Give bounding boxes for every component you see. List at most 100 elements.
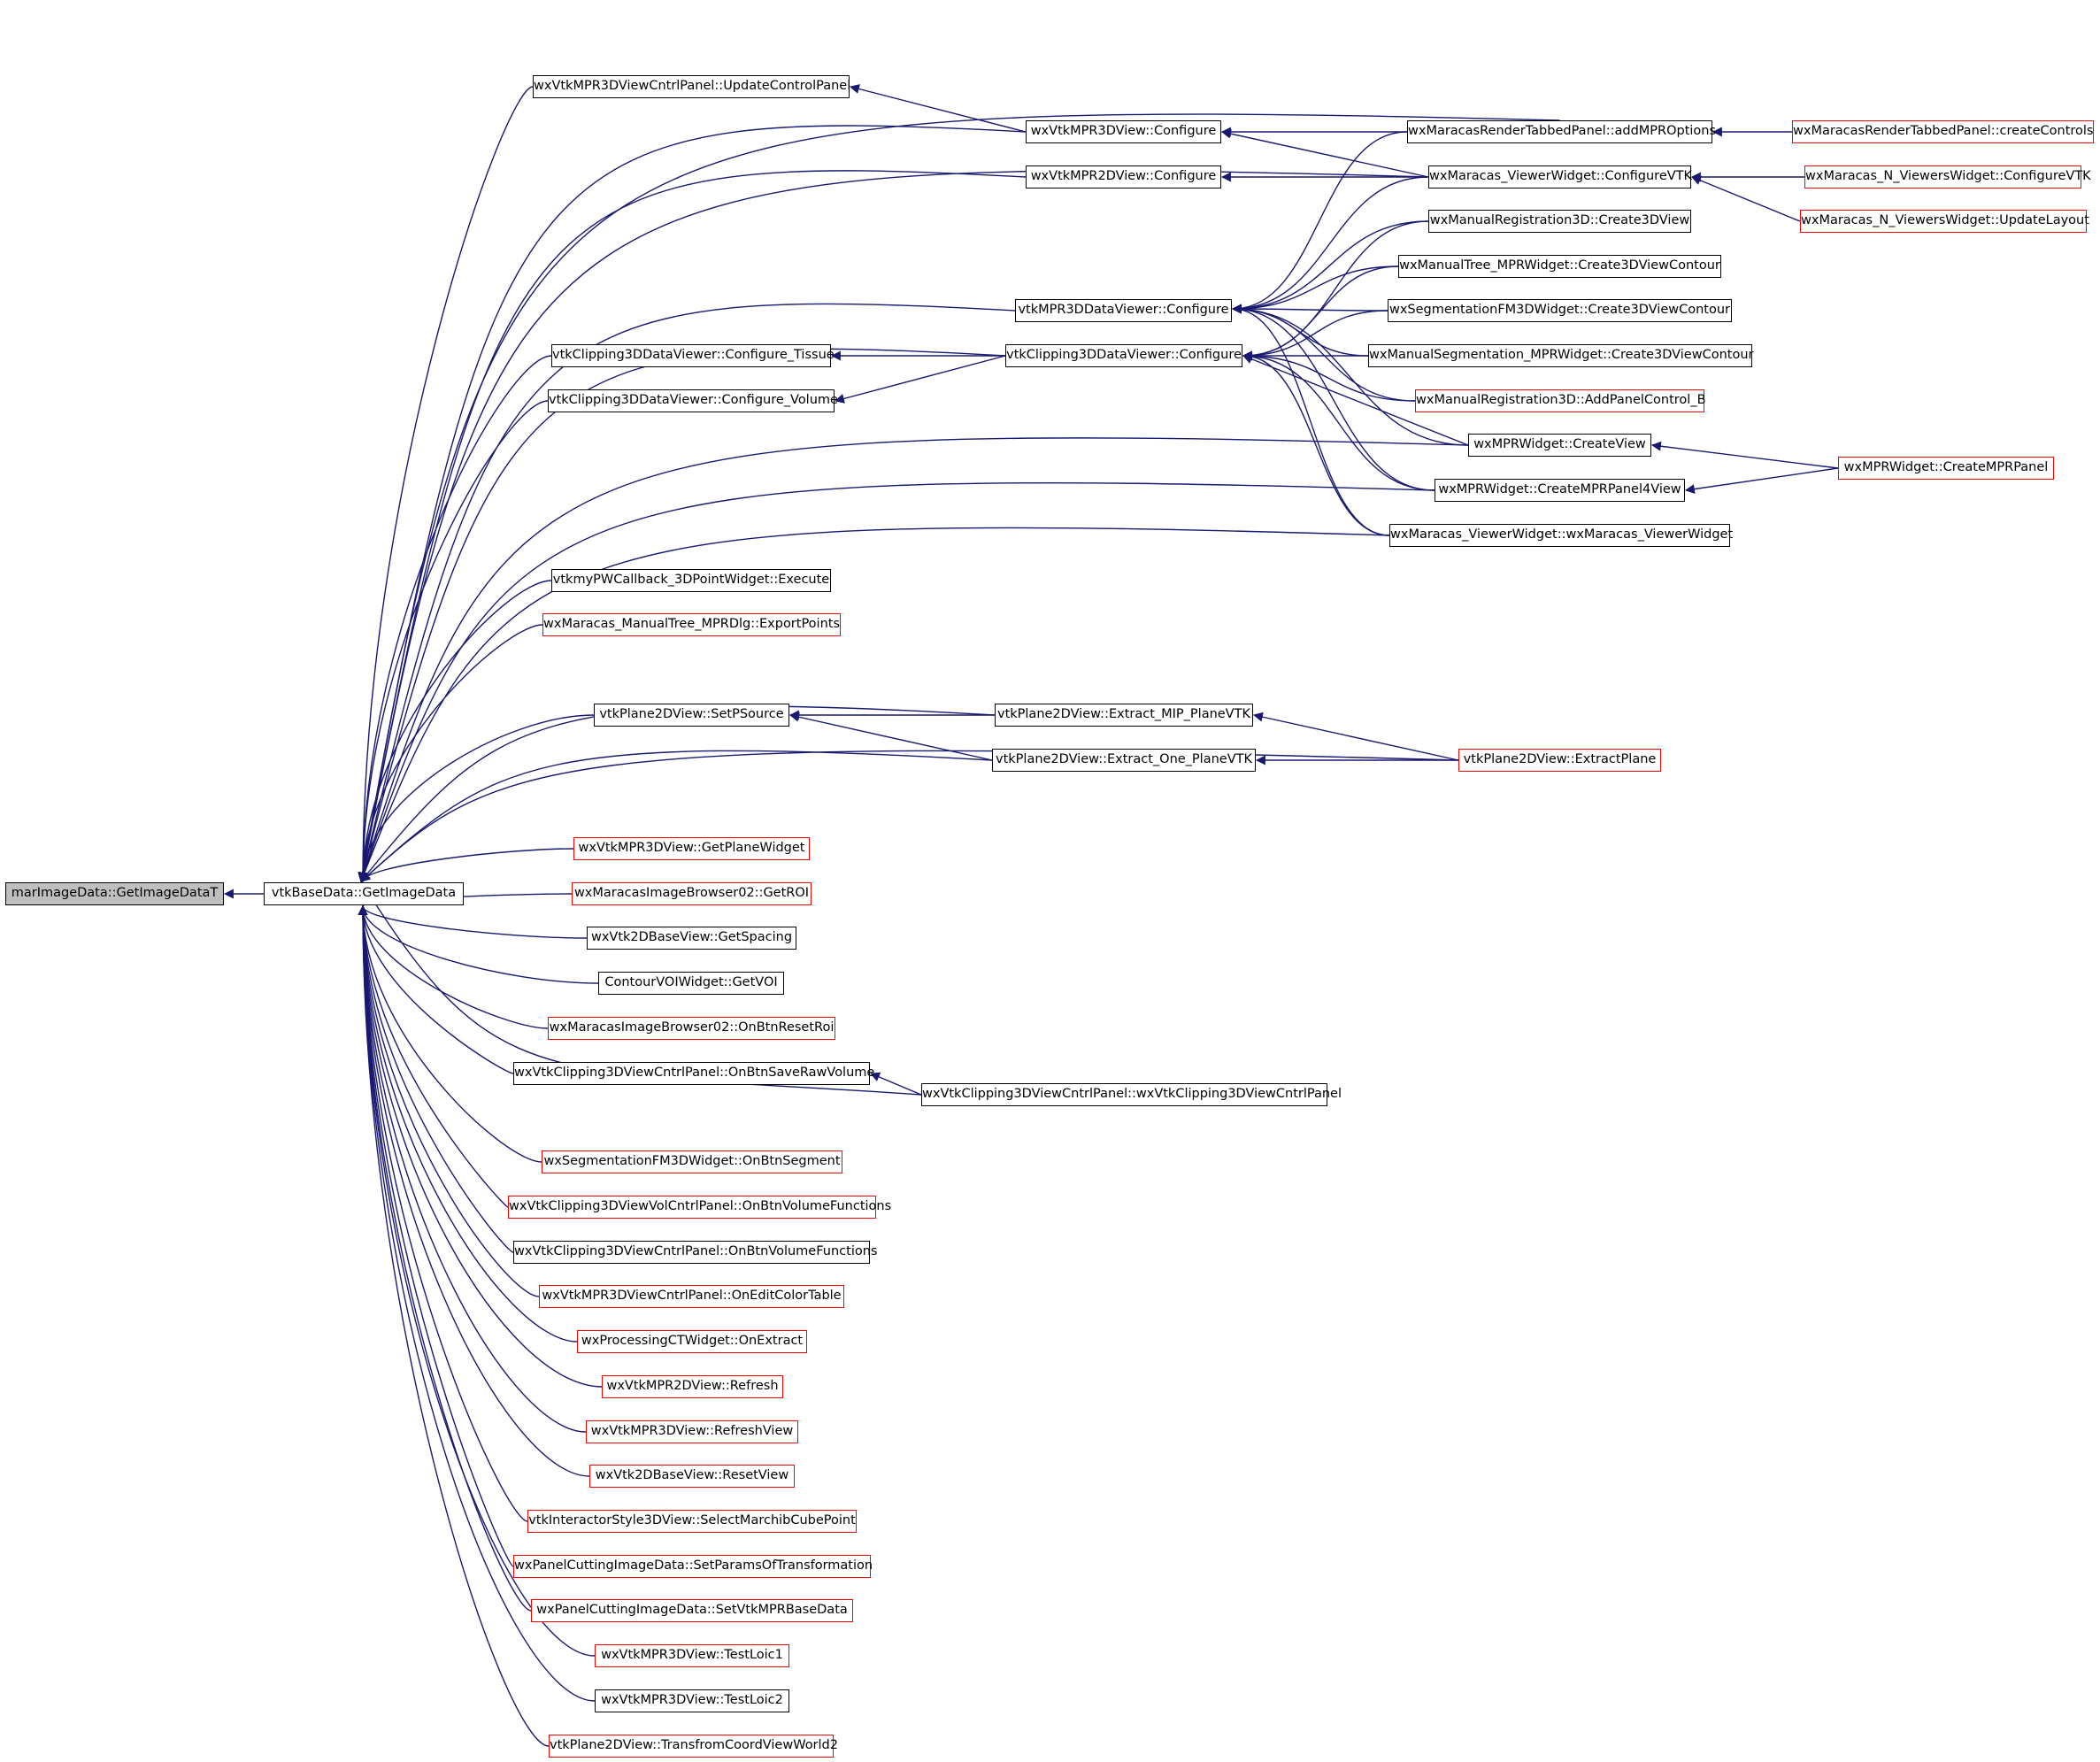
node-ctextract[interactable]: wxProcessingCTWidget::OnExtract bbox=[577, 1330, 807, 1353]
edge-segfm-to-clipcfg bbox=[1242, 310, 1388, 361]
edge-clipcfg-to-clipvol bbox=[834, 355, 1006, 404]
node-volfun1[interactable]: wxVtkClipping3DViewVolCntrlPanel::OnBtnV… bbox=[508, 1196, 891, 1219]
edge-marchib-to-base bbox=[358, 904, 528, 1522]
node-refresh3d[interactable]: wxVtkMPR3DView::RefreshView bbox=[586, 1420, 798, 1443]
edge-addpanel-to-mpr3ddv bbox=[1231, 304, 1416, 402]
edge-viewerctor-to-clipcfg bbox=[1242, 350, 1390, 536]
node-setps[interactable]: vtkPlane2DView::SetPSource bbox=[594, 704, 789, 727]
edge-segfm-to-mpr3ddv bbox=[1231, 304, 1388, 314]
node-setvtk[interactable]: wxPanelCuttingImageData::SetVtkMPRBaseDa… bbox=[531, 1599, 853, 1622]
node-transform[interactable]: vtkPlane2DView::TransfromCoordViewWorld2 bbox=[549, 1735, 838, 1758]
node-clipctor[interactable]: wxVtkClipping3DViewCntrlPanel::wxVtkClip… bbox=[921, 1083, 1342, 1106]
edge-clipctor-to-base bbox=[360, 881, 922, 1096]
edge-addmpr-to-mpr3ddv bbox=[1231, 131, 1408, 314]
edge-extractplane-to-base bbox=[360, 750, 1459, 882]
node-volfun2[interactable]: wxVtkClipping3DViewCntrlPanel::OnBtnVolu… bbox=[513, 1241, 877, 1264]
edge-mpr3dcfg-to-base bbox=[358, 125, 1027, 883]
node-loic2[interactable]: wxVtkMPR3DView::TestLoic2 bbox=[595, 1689, 789, 1712]
node-resetview[interactable]: wxVtk2DBaseView::ResetView bbox=[589, 1465, 795, 1488]
edge-one-to-setps bbox=[788, 712, 993, 761]
edge-cliptissue-to-base bbox=[358, 355, 552, 883]
node-colortable[interactable]: wxVtkMPR3DViewCntrlPanel::OnEditColorTab… bbox=[539, 1285, 844, 1308]
edge-mprpanel-to-panel4 bbox=[1684, 467, 1839, 495]
node-root[interactable]: marImageData::GetImageDataT bbox=[5, 882, 224, 905]
node-getvoi[interactable]: ContourVOIWidget::GetVOI bbox=[598, 972, 784, 995]
edge-cfgvtk-to-mpr3ddv bbox=[1231, 176, 1429, 314]
node-cfgvtk[interactable]: wxMaracas_ViewerWidget::ConfigureVTK bbox=[1428, 165, 1692, 189]
node-addmpr[interactable]: wxMaracasRenderTabbedPanel::addMPROption… bbox=[1407, 120, 1716, 143]
edge-viewerctor-to-mpr3ddv bbox=[1231, 304, 1390, 536]
edge-updcp-to-base bbox=[358, 86, 534, 883]
node-getplane[interactable]: wxVtkMPR3DView::GetPlaneWidget bbox=[573, 837, 810, 860]
node-cliptissue[interactable]: vtkClipping3DDataViewer::Configure_Tissu… bbox=[551, 344, 835, 367]
node-setparams[interactable]: wxPanelCuttingImageData::SetParamsOfTran… bbox=[513, 1555, 873, 1578]
node-nlayout[interactable]: wxMaracas_N_ViewersWidget::UpdateLayout bbox=[1800, 210, 2089, 233]
edge-mtree-to-clipcfg bbox=[1242, 265, 1399, 361]
edge-createview-to-clipcfg bbox=[1242, 354, 1469, 446]
node-refresh2d[interactable]: wxVtkMPR2DView::Refresh bbox=[602, 1375, 783, 1398]
edge-mpr3ddv-to-base bbox=[358, 303, 1016, 883]
edge-clipctor-to-saveraw bbox=[869, 1072, 922, 1096]
edge-mprpanel-to-createview bbox=[1650, 441, 1839, 469]
edge-pwcb-to-base bbox=[358, 580, 552, 883]
edge-resetroi-to-base bbox=[358, 904, 549, 1029]
node-mpr3ddv[interactable]: vtkMPR3DDataViewer::Configure bbox=[1015, 299, 1232, 322]
node-fmseg[interactable]: wxSegmentationFM3DWidget::OnBtnSegment bbox=[542, 1150, 842, 1173]
node-base[interactable]: vtkBaseData::GetImageData bbox=[264, 882, 464, 905]
node-one[interactable]: vtkPlane2DView::Extract_One_PlaneVTK bbox=[992, 749, 1256, 772]
edge-one-to-base bbox=[360, 750, 993, 882]
node-mpr2dcfg[interactable]: wxVtkMPR2DView::Configure bbox=[1026, 165, 1221, 189]
node-addpanel[interactable]: wxManualRegistration3D::AddPanelControl_… bbox=[1415, 389, 1706, 412]
node-panel4[interactable]: wxMPRWidget::CreateMPRPanel4View bbox=[1435, 479, 1685, 502]
node-saveraw[interactable]: wxVtkClipping3DViewCntrlPanel::OnBtnSave… bbox=[513, 1062, 874, 1085]
node-mtree[interactable]: wxManualTree_MPRWidget::Create3DViewCont… bbox=[1398, 255, 1721, 278]
edge-panel4-to-base bbox=[359, 481, 1435, 883]
node-exportpts[interactable]: wxMaracas_ManualTree_MPRDlg::ExportPoint… bbox=[542, 613, 841, 636]
edge-createview-to-base bbox=[358, 437, 1469, 883]
edge-mpr3dcfg-to-updcp bbox=[849, 84, 1027, 133]
node-mip[interactable]: vtkPlane2DView::Extract_MIP_PlaneVTK bbox=[995, 704, 1253, 727]
edge-cfgvtk-to-mpr3dcfg bbox=[1220, 128, 1429, 178]
node-ncfgvtk[interactable]: wxMaracas_N_ViewersWidget::ConfigureVTK bbox=[1804, 165, 2091, 189]
node-mr3d[interactable]: wxManualRegistration3D::Create3DView bbox=[1428, 210, 1691, 233]
edge-setvtk-to-base bbox=[358, 904, 532, 1612]
edge-mpr2dcfg-to-base bbox=[358, 170, 1027, 883]
edge-fmseg-to-base bbox=[358, 904, 542, 1163]
edge-addpanel-to-clipcfg bbox=[1242, 350, 1416, 402]
edge-loic2-to-base bbox=[358, 904, 596, 1702]
edge-resetview-to-base bbox=[358, 904, 590, 1477]
edge-colortable-to-base bbox=[358, 904, 540, 1297]
edge-refresh3d-to-base bbox=[358, 904, 587, 1433]
node-clipcfg[interactable]: vtkClipping3DDataViewer::Configure bbox=[1005, 344, 1242, 367]
node-mpr3dcfg[interactable]: wxVtkMPR3DView::Configure bbox=[1026, 120, 1221, 143]
node-mprpanel[interactable]: wxMPRWidget::CreateMPRPanel bbox=[1838, 457, 2054, 480]
edge-createview-to-mpr3ddv bbox=[1231, 304, 1469, 446]
edge-extractplane-to-mip bbox=[1252, 712, 1459, 761]
node-createctrls[interactable]: wxMaracasRenderTabbedPanel::createContro… bbox=[1792, 120, 2094, 143]
node-viewerctor[interactable]: wxMaracas_ViewerWidget::wxMaracas_Viewer… bbox=[1389, 524, 1733, 547]
edge-mr3d-to-clipcfg bbox=[1242, 220, 1429, 361]
node-segfm[interactable]: wxSegmentationFM3DWidget::Create3DViewCo… bbox=[1388, 299, 1732, 322]
node-getroi[interactable]: wxMaracasImageBrowser02::GetROI bbox=[572, 882, 812, 905]
node-mseg[interactable]: wxManualSegmentation_MPRWidget::Create3D… bbox=[1368, 344, 1753, 367]
edge-loic1-to-base bbox=[358, 904, 596, 1657]
edge-volfun1-to-base bbox=[358, 904, 509, 1208]
edge-nlayout-to-cfgvtk bbox=[1690, 175, 1801, 222]
node-createview[interactable]: wxMPRWidget::CreateView bbox=[1468, 434, 1651, 457]
node-updcp[interactable]: wxVtkMPR3DViewCntrlPanel::UpdateControlP… bbox=[533, 75, 850, 98]
edge-getvoi-to-base bbox=[358, 904, 599, 984]
node-marchib[interactable]: vtkInteractorStyle3DView::SelectMarchibC… bbox=[527, 1510, 857, 1533]
edge-mr3d-to-mpr3ddv bbox=[1231, 220, 1429, 314]
edge-saveraw-to-base bbox=[358, 904, 514, 1074]
edge-mip-to-base bbox=[360, 705, 996, 882]
edge-transform-to-base bbox=[358, 904, 550, 1747]
edge-viewerctor-to-base bbox=[359, 527, 1390, 883]
node-resetroi[interactable]: wxMaracasImageBrowser02::OnBtnResetRoi bbox=[548, 1017, 835, 1040]
node-loic1[interactable]: wxVtkMPR3DView::TestLoic1 bbox=[595, 1644, 789, 1667]
edge-clipvol-to-base bbox=[358, 400, 549, 883]
node-pwcb[interactable]: vtkmyPWCallback_3DPointWidget::Execute bbox=[551, 569, 831, 592]
node-clipvol[interactable]: vtkClipping3DDataViewer::Configure_Volum… bbox=[548, 389, 838, 412]
node-extractplane[interactable]: vtkPlane2DView::ExtractPlane bbox=[1458, 749, 1661, 772]
node-spacing[interactable]: wxVtk2DBaseView::GetSpacing bbox=[587, 927, 796, 950]
